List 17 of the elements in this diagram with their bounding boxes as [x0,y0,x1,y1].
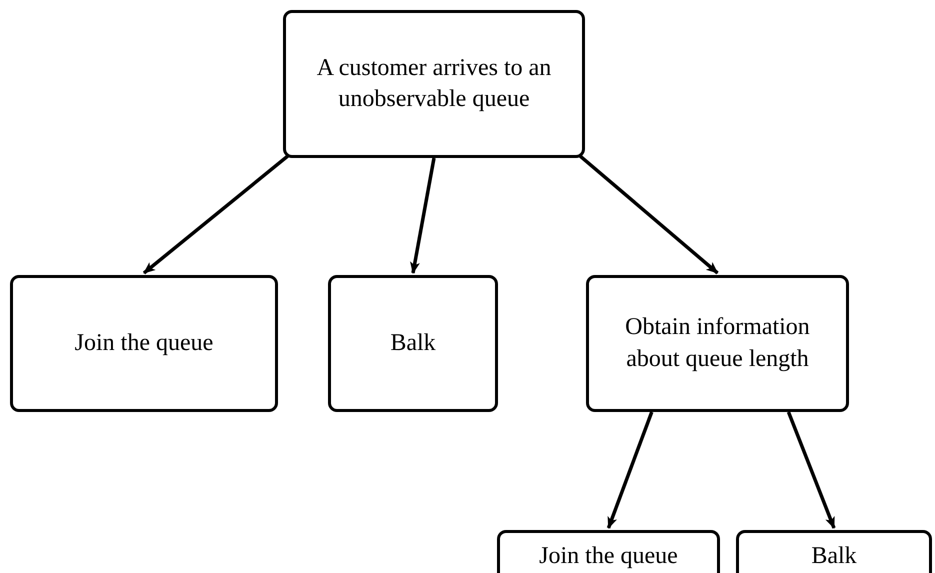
box-label: Balk [811,542,857,571]
box-label: A customer arrives to an unobservable queue [316,54,552,114]
arrow [786,411,836,529]
box-label: Obtain information about queue length [624,313,811,374]
arrow [578,154,719,274]
process-box [497,530,720,573]
process-box [586,275,849,412]
box-label: Balk [390,328,436,358]
process-box [10,275,278,412]
box-label: Join the queue [539,542,678,571]
arrow [410,158,436,274]
arrow [142,154,290,274]
process-box [328,275,498,412]
box-label: Join the queue [74,328,214,358]
process-box [736,530,932,573]
arrow [606,411,654,529]
process-box [283,10,585,158]
